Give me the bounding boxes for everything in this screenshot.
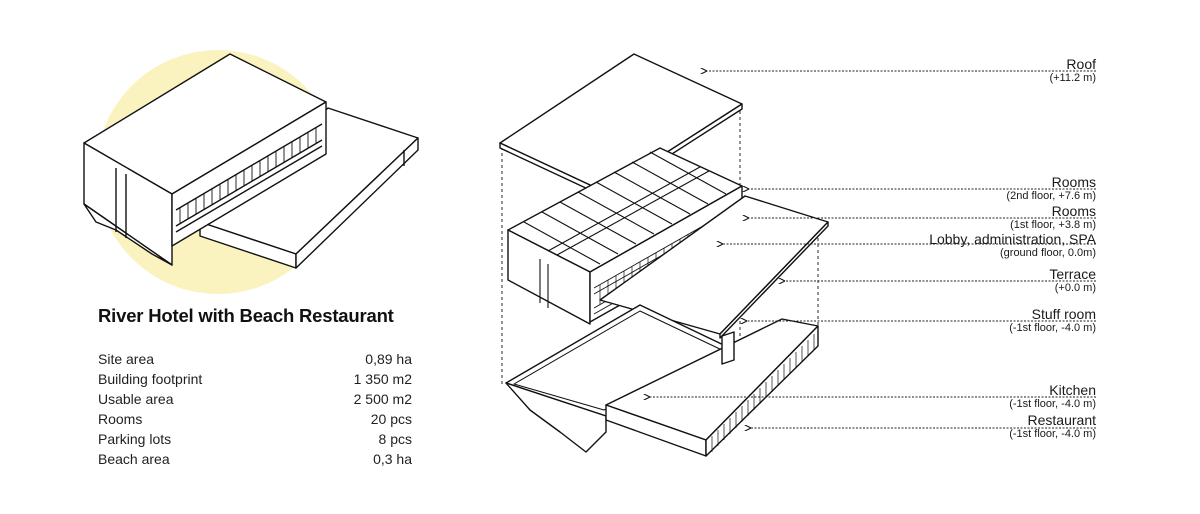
layer-label-restaurant: Restaurant (-1st floor, -4.0 m) [1009, 413, 1096, 441]
stat-value: 0,89 ha [365, 351, 412, 367]
layer-label-rooms-1st: Rooms (1st floor, +3.8 m) [1010, 204, 1096, 232]
layer-name: Roof [1066, 56, 1096, 72]
layer-level: (-1st floor, -4.0 m) [1009, 428, 1096, 440]
stat-value: 20 pcs [370, 411, 412, 427]
layer-label-kitchen: Kitchen (-1st floor, -4.0 m) [1009, 383, 1096, 411]
stat-value: 1 350 m2 [353, 371, 412, 387]
layer-name: Kitchen [1049, 382, 1096, 398]
layer-level: (-1st floor, -4.0 m) [1009, 322, 1096, 334]
massing-model [83, 50, 419, 294]
layer-level: (1st floor, +3.8 m) [1010, 219, 1096, 231]
stat-row: Rooms 20 pcs [98, 409, 412, 429]
stat-value: 8 pcs [378, 431, 412, 447]
stat-row: Building footprint 1 350 m2 [98, 369, 412, 389]
layer-label-terrace: Terrace (+0.0 m) [1049, 267, 1096, 295]
stat-row: Site area 0,89 ha [98, 349, 412, 369]
layer-label-stuff-room: Stuff room (-1st floor, -4.0 m) [1009, 307, 1096, 335]
stat-value: 0,3 ha [373, 451, 412, 467]
layer-name: Rooms [1051, 174, 1096, 190]
layer-level: (+0.0 m) [1054, 282, 1096, 294]
layer-level: (2nd floor, +7.6 m) [1006, 190, 1096, 202]
stat-value: 2 500 m2 [353, 391, 412, 407]
leader-lines [650, 71, 1096, 428]
layer-level: (ground floor, 0.0m) [1000, 247, 1096, 259]
exploded-axonometric [499, 53, 829, 457]
layer-name: Rooms [1051, 203, 1096, 219]
layer-level: (-1st floor, -4.0 m) [1009, 398, 1096, 410]
building-side [171, 101, 327, 247]
rooms-block-front [507, 229, 591, 325]
stat-label: Parking lots [98, 431, 172, 447]
stat-label: Usable area [98, 391, 174, 407]
layer-level: (+11.2 m) [1049, 72, 1096, 84]
layer-name: Stuff room [1031, 306, 1096, 322]
layer-label-roof: Roof (+11.2 m) [1049, 57, 1096, 85]
layer-label-rooms-2nd: Rooms (2nd floor, +7.6 m) [1006, 175, 1096, 203]
stats-table: Site area 0,89 ha Building footprint 1 350… [98, 349, 412, 469]
stat-row: Usable area 2 500 m2 [98, 389, 412, 409]
layer-name: Lobby, administration, SPA [929, 231, 1096, 247]
layer-label-lobby: Lobby, administration, SPA (ground floor… [929, 232, 1096, 260]
stat-label: Rooms [98, 411, 143, 427]
stat-row: Beach area 0,3 ha [98, 449, 412, 469]
layer-name: Restaurant [1027, 412, 1096, 428]
stat-label: Site area [98, 351, 155, 367]
stat-row: Parking lots 8 pcs [98, 429, 412, 449]
stat-label: Beach area [98, 451, 170, 467]
stat-label: Building footprint [98, 371, 203, 387]
project-title: River Hotel with Beach Restaurant [98, 305, 394, 326]
layer-name: Terrace [1049, 266, 1096, 282]
